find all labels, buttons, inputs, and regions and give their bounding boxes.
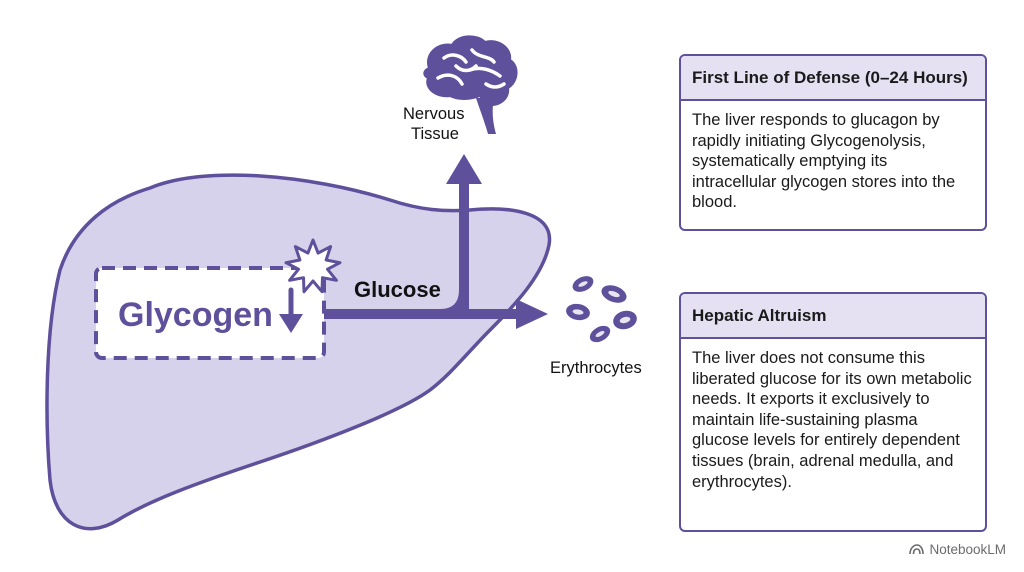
notebooklm-watermark: NotebookLM xyxy=(909,542,1006,557)
defense-card-body: The liver responds to glucagon by rapidl… xyxy=(692,111,956,212)
nervous-tissue-label-line2: Tissue xyxy=(411,125,459,143)
altruism-card-title: Hepatic Altruism xyxy=(681,294,985,339)
altruism-card: Hepatic Altruism The liver does not cons… xyxy=(679,292,987,532)
glycogen-label: Glycogen xyxy=(118,296,273,334)
notebooklm-logo-icon xyxy=(909,544,925,555)
nervous-tissue-label-line1: Nervous xyxy=(403,105,464,123)
erythrocytes-icon xyxy=(566,276,637,343)
watermark-label: NotebookLM xyxy=(929,542,1006,557)
defense-card: First Line of Defense (0–24 Hours) The l… xyxy=(679,54,987,231)
erythrocytes-label: Erythrocytes xyxy=(550,359,642,377)
starburst-icon xyxy=(284,238,342,294)
glucose-flow-arrows xyxy=(324,154,548,329)
glucose-label: Glucose xyxy=(354,277,441,302)
altruism-card-body: The liver does not consume this liberate… xyxy=(692,349,972,491)
brain-icon xyxy=(423,35,518,134)
glycogen-depletion-arrow-icon xyxy=(279,287,303,333)
defense-card-title: First Line of Defense (0–24 Hours) xyxy=(681,56,985,101)
